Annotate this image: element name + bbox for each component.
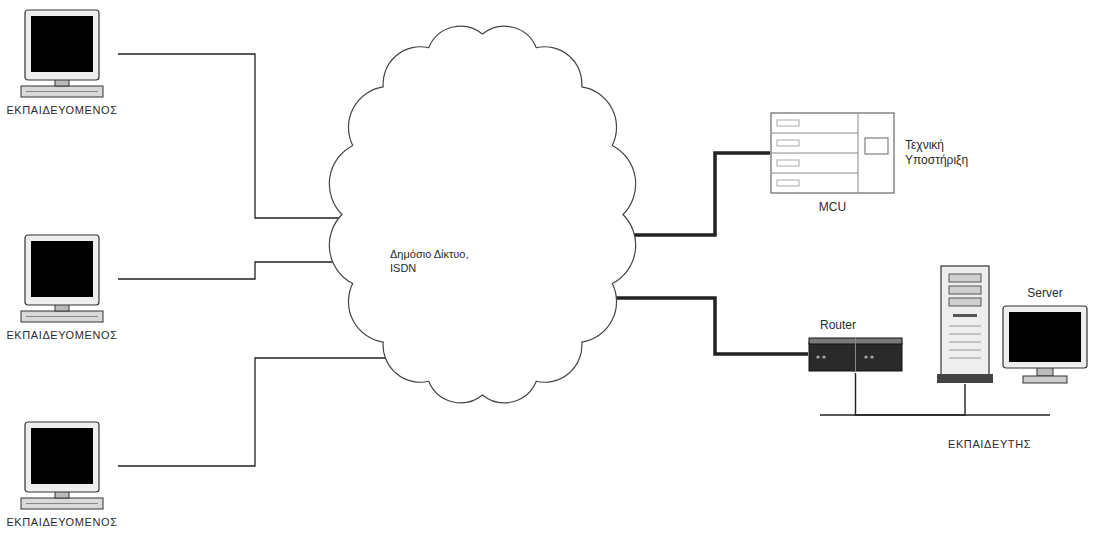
learner-computer: ΕΚΠΑΙΔΕΥΟΜΕΝΟΣ [6, 420, 118, 530]
device-label: MCU [819, 200, 846, 215]
learner-computer: ΕΚΠΑΙΔΕΥΟΜΕΝΟΣ [6, 8, 118, 118]
network-link [118, 262, 355, 279]
router-led [816, 355, 819, 358]
mcu-icon [770, 112, 895, 194]
mcu-slot [777, 160, 799, 166]
keyboard [21, 86, 103, 97]
keyboard [21, 498, 103, 509]
tower-vent [949, 326, 981, 327]
tower-vent [949, 334, 981, 335]
monitor-screen [31, 16, 93, 72]
mcu-shelf [771, 173, 858, 174]
learner-label: ΕΚΠΑΙΔΕΥΟΜΕΝΟΣ [6, 104, 117, 118]
learner-label: ΕΚΠΑΙΔΕΥΟΜΕΝΟΣ [6, 516, 117, 530]
mcu-shelf [771, 133, 858, 134]
computer-icon [17, 420, 107, 512]
tower-vent [949, 342, 981, 343]
mcu-display [865, 138, 888, 154]
mcu-slot [777, 120, 799, 126]
tower-vent [949, 350, 981, 351]
network-cloud: Δημόσιο Δίκτυο, ISDN [320, 12, 645, 417]
monitor-icon [1001, 304, 1089, 384]
role-label: ΕΚΠΑΙΔΕΥΤΗΣ [948, 438, 1031, 452]
monitor-frame [1003, 306, 1087, 368]
network-link [599, 298, 808, 354]
monitor-screen [31, 241, 93, 297]
learner-computer: ΕΚΠΑΙΔΕΥΟΜΕΝΟΣ [6, 233, 118, 343]
router-icon [808, 335, 903, 373]
drive-bay [949, 298, 981, 306]
router-divider [855, 338, 856, 371]
computer-icon [17, 233, 107, 325]
network-link [118, 54, 350, 218]
keyboard-keys [26, 316, 98, 317]
keyboard [21, 311, 103, 322]
drive-bay [949, 286, 981, 294]
mcu-divider [858, 113, 859, 193]
mcu-case [771, 113, 894, 193]
tower-slot [953, 314, 977, 317]
monitor-frame [25, 422, 99, 492]
drive-bay [949, 274, 981, 282]
mcu-slot [777, 140, 799, 146]
device-label: Router [820, 318, 856, 333]
mcu-shelf [771, 153, 858, 154]
keyboard-keys [26, 91, 98, 92]
router-box: Router [808, 318, 903, 373]
tower-base [937, 374, 993, 383]
router-led [822, 355, 825, 358]
cloud-shape [329, 26, 635, 403]
computer-icon [17, 8, 107, 100]
cloud-outline [320, 12, 645, 417]
support-label: Τεχνική Υποστήριξη [905, 138, 968, 168]
mcu-unit: MCU Τεχνική Υποστήριξη [770, 112, 969, 215]
monitor-frame [25, 235, 99, 305]
keyboard-keys [26, 503, 98, 504]
network-label: Δημόσιο Δίκτυο, ISDN [390, 248, 495, 276]
monitor-base [1023, 376, 1067, 383]
mcu-slot [777, 180, 799, 186]
network-link [614, 153, 770, 235]
monitor-screen [1009, 312, 1081, 362]
monitor-frame [25, 10, 99, 80]
tower-icon [935, 264, 995, 384]
device-label: Server [1027, 286, 1062, 301]
router-led [870, 355, 873, 358]
router-led [864, 355, 867, 358]
learner-label: ΕΚΠΑΙΔΕΥΟΜΕΝΟΣ [6, 329, 117, 343]
monitor-screen [31, 428, 93, 484]
tower-vent [949, 358, 981, 359]
tower-case [941, 266, 989, 376]
server-station: Server [935, 264, 1089, 384]
network-link [118, 358, 405, 466]
